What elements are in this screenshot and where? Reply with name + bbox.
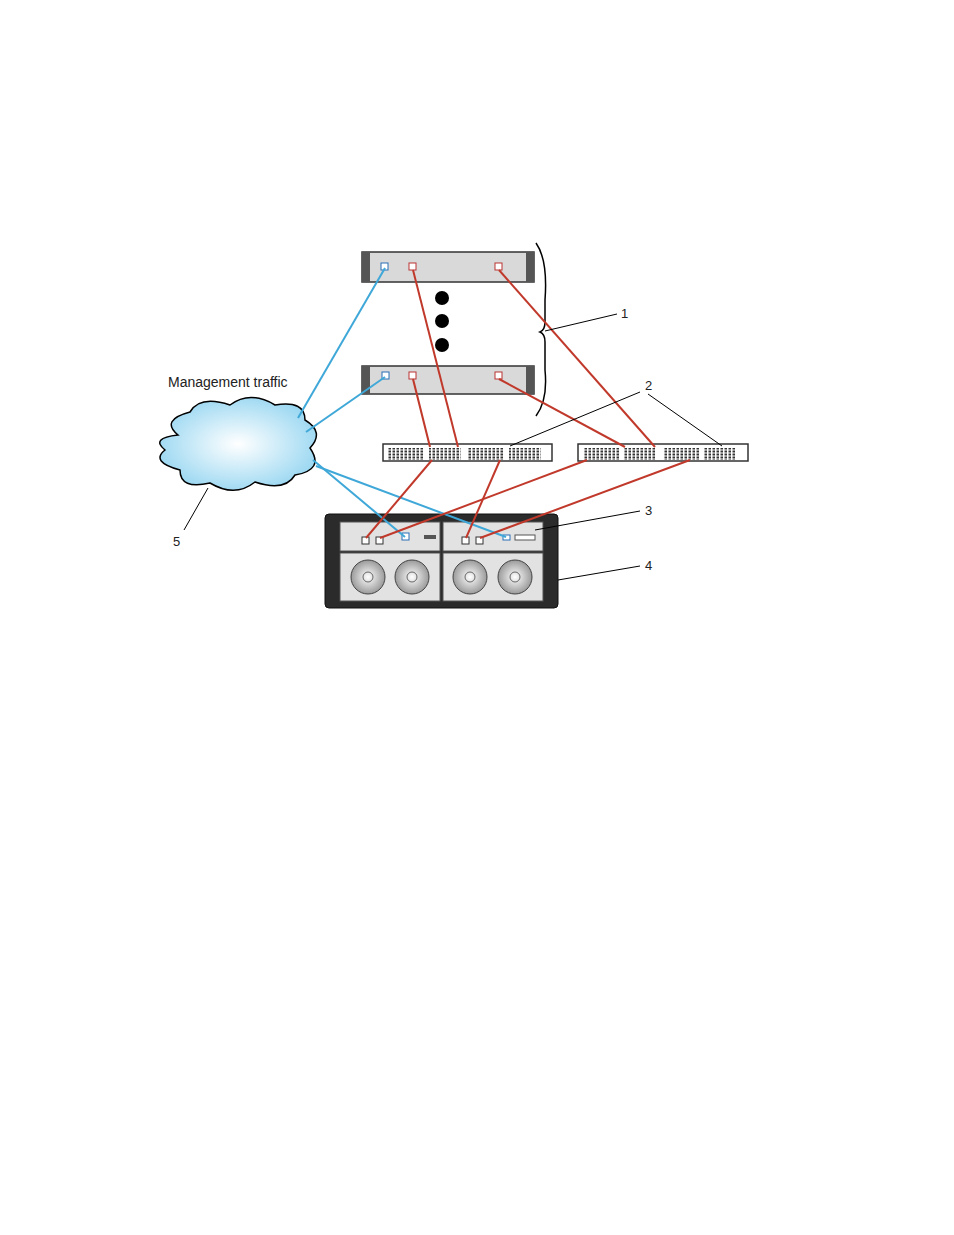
network-cloud [160,398,317,491]
network-switch [578,444,748,461]
callout-number: 3 [645,504,652,517]
leader-line [184,314,722,580]
bracket [536,243,546,416]
callout-number: 1 [621,307,628,320]
data-cable [366,270,690,538]
network-switch [383,444,552,461]
callout-number: 2 [645,379,652,392]
network-label: Management traffic [168,375,288,389]
server [362,366,534,394]
callout-number: 5 [173,535,180,548]
server [362,252,534,282]
ellipsis-dots [435,291,449,352]
management-cable [298,268,506,537]
storage-array [325,514,558,608]
callout-number: 4 [645,559,652,572]
